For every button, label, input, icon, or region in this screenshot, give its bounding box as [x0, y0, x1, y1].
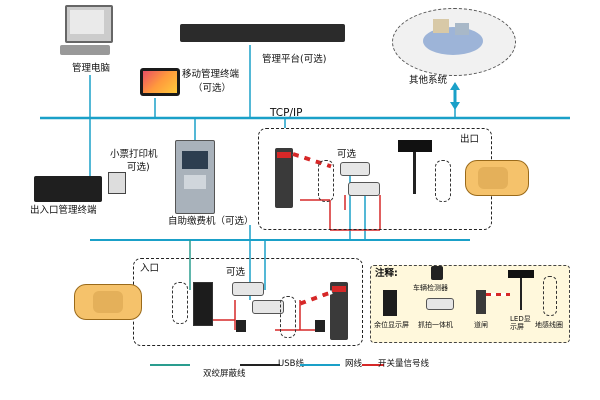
platform-server — [180, 24, 345, 42]
legend-label-switch: 开关量信号线 — [378, 359, 430, 369]
camera-entrance-1 — [232, 282, 264, 296]
camera-exit-2 — [348, 182, 380, 196]
entrance-zone — [133, 258, 363, 346]
vehicle-detector-entrance — [236, 320, 246, 332]
mobile-optional-label: （可选） — [193, 83, 232, 94]
legend-label-twisted: 双绞屏蔽线 — [203, 369, 246, 379]
barrier-icon — [476, 290, 486, 314]
note-item-6: 地感线圈 — [535, 321, 563, 329]
management-pc-label: 管理电脑 — [72, 63, 111, 74]
printer-optional-label: 可选) — [127, 162, 150, 173]
legend-note-box — [370, 265, 570, 343]
receipt-printer — [108, 172, 126, 194]
note-item-5: LED显示屏 — [510, 315, 531, 332]
led-display-icon — [508, 270, 534, 278]
legend-line-usb — [240, 364, 280, 366]
car-exit — [465, 160, 529, 196]
entrance-label: 入口 — [140, 263, 160, 274]
note-item-1: 余位显示屏 — [374, 321, 409, 329]
gate-terminal — [34, 176, 102, 202]
exit-zone — [258, 128, 492, 230]
legend-line-switch — [362, 364, 384, 366]
barrier-gate-entrance — [330, 282, 348, 340]
space-display-entrance — [193, 282, 213, 326]
entrance-optional-label: 可选 — [226, 267, 246, 278]
ground-loop-entrance — [172, 282, 188, 324]
barrier-gate-exit — [275, 148, 293, 208]
vehicle-detector-icon — [431, 266, 443, 280]
legend-label-network: 网线 — [345, 359, 363, 369]
other-systems-label: 其他系统 — [409, 75, 448, 86]
gate-terminal-label: 出入口管理终端 — [30, 205, 97, 216]
camera-icon — [426, 298, 454, 310]
barrier-icon-arm — [486, 293, 510, 296]
legend-line-network — [300, 364, 340, 366]
ground-loop-entrance-2 — [280, 296, 296, 338]
other-systems-cloud — [392, 8, 516, 76]
kiosk-label: 自助缴费机（可选） — [168, 216, 254, 227]
printer-label: 小票打印机 — [110, 149, 158, 160]
ground-loop-exit — [318, 160, 334, 202]
car-entrance — [74, 284, 142, 320]
space-display-icon — [383, 290, 397, 316]
note-item-3: 抓拍一体机 — [418, 321, 453, 329]
camera-exit-1 — [340, 162, 370, 176]
ground-loop-exit-2 — [435, 160, 451, 202]
exit-label: 出口 — [460, 134, 480, 145]
legend-label-usb: USB线 — [278, 359, 304, 369]
ground-loop-icon — [543, 276, 557, 316]
tablet-icon — [140, 68, 180, 96]
tcp-ip-label: TCP/IP — [270, 107, 303, 119]
camera-entrance-2 — [252, 300, 284, 314]
note-title: 注释: — [375, 268, 398, 279]
payment-kiosk — [175, 140, 215, 214]
keyboard-icon — [60, 45, 110, 55]
led-display-exit — [398, 140, 432, 152]
note-item-4: 道闸 — [474, 321, 488, 329]
exit-optional-label: 可选 — [337, 149, 357, 160]
mobile-terminal-label: 移动管理终端 — [182, 69, 240, 80]
vehicle-detector-entrance-2 — [315, 320, 325, 332]
management-pc — [60, 5, 120, 60]
platform-label: 管理平台(可选) — [262, 54, 327, 65]
legend-line-twisted — [150, 364, 190, 366]
note-item-2: 车辆检测器 — [413, 284, 448, 292]
